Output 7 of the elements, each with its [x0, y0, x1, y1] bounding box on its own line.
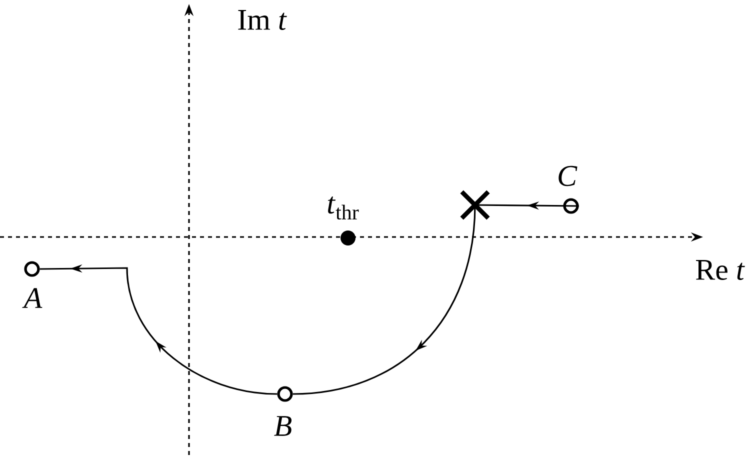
axis-label: Im t: [238, 10, 287, 30]
cross-marker: [460, 190, 490, 220]
point-label: C: [558, 166, 578, 186]
axis-label: Re t: [696, 260, 745, 280]
point-label: B: [274, 416, 292, 436]
point-label: t$_{thr}$: [328, 196, 359, 220]
point-label: A: [22, 288, 42, 308]
